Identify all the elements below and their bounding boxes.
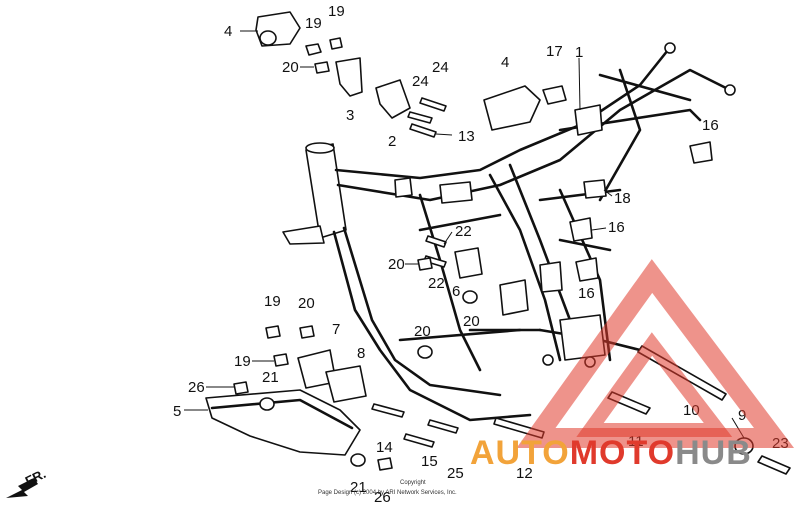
- callout-18: 18: [614, 190, 631, 207]
- arrow-icon: [6, 478, 38, 498]
- callout-4: 4: [501, 54, 509, 71]
- callout-8: 8: [357, 345, 365, 362]
- callout-2: 2: [388, 133, 396, 150]
- bracket-6: [454, 247, 483, 279]
- callout-25: 25: [447, 465, 464, 482]
- callout-20: 20: [463, 313, 480, 330]
- callout-24: 24: [412, 73, 429, 90]
- callout-15: 15: [421, 453, 438, 470]
- leader-lines: [184, 30, 745, 439]
- callout-4: 4: [224, 23, 232, 40]
- watermark-triangle-icon: [516, 259, 795, 448]
- watermark-text-auto: AUTO: [470, 434, 570, 472]
- callout-19: 19: [305, 15, 322, 32]
- callout-13: 13: [458, 128, 475, 145]
- watermark-text-moto: MOTO: [570, 434, 675, 472]
- head-gusset: [282, 225, 325, 245]
- callout-21: 21: [350, 479, 367, 496]
- copyright-line2: Page Design (c) 2004 by ARI Network Serv…: [318, 490, 457, 496]
- head-tube: [305, 143, 347, 239]
- copyright: Copyright Page Design (c) 2004 by ARI Ne…: [318, 480, 457, 496]
- watermark-text-hub: HUB: [675, 434, 752, 472]
- callout-9: 9: [738, 407, 746, 424]
- bracket-2: [375, 79, 411, 119]
- callout-20: 20: [282, 59, 299, 76]
- callout-5: 5: [173, 403, 181, 420]
- callout-16: 16: [702, 117, 719, 134]
- callout-14: 14: [376, 439, 393, 456]
- callouts: 4 19 19 20 3 24 24 2 13 4 17 1 16 18 16 …: [173, 3, 789, 506]
- plate-8: [325, 365, 367, 403]
- callout-1: 1: [575, 44, 583, 61]
- callout-21: 21: [262, 369, 279, 386]
- cover-4-rear: [483, 85, 541, 131]
- callout-12: 12: [516, 465, 533, 482]
- bracket-3: [335, 57, 363, 97]
- callout-6: 6: [452, 283, 460, 300]
- head-tube-top: [305, 142, 335, 154]
- callout-19: 19: [264, 293, 281, 310]
- watermark: AUTOMOTOHUB: [470, 259, 795, 472]
- callout-20: 20: [298, 295, 315, 312]
- callout-16: 16: [578, 285, 595, 302]
- callout-17: 17: [546, 43, 563, 60]
- callout-3: 3: [346, 107, 354, 124]
- callout-20: 20: [414, 323, 431, 340]
- callout-19: 19: [328, 3, 345, 20]
- callout-16: 16: [608, 219, 625, 236]
- callout-7: 7: [332, 321, 340, 338]
- callout-26: 26: [188, 379, 205, 396]
- callout-22: 22: [455, 223, 472, 240]
- direction-arrow: FR.: [6, 466, 48, 498]
- callout-24: 24: [432, 59, 449, 76]
- svg-text:AUTOMOTOHUB: AUTOMOTOHUB: [470, 434, 752, 472]
- callout-20: 20: [388, 256, 405, 273]
- copyright-line1: Copyright: [400, 480, 426, 486]
- callout-26: 26: [374, 489, 391, 506]
- callout-22: 22: [428, 275, 445, 292]
- callout-19: 19: [234, 353, 251, 370]
